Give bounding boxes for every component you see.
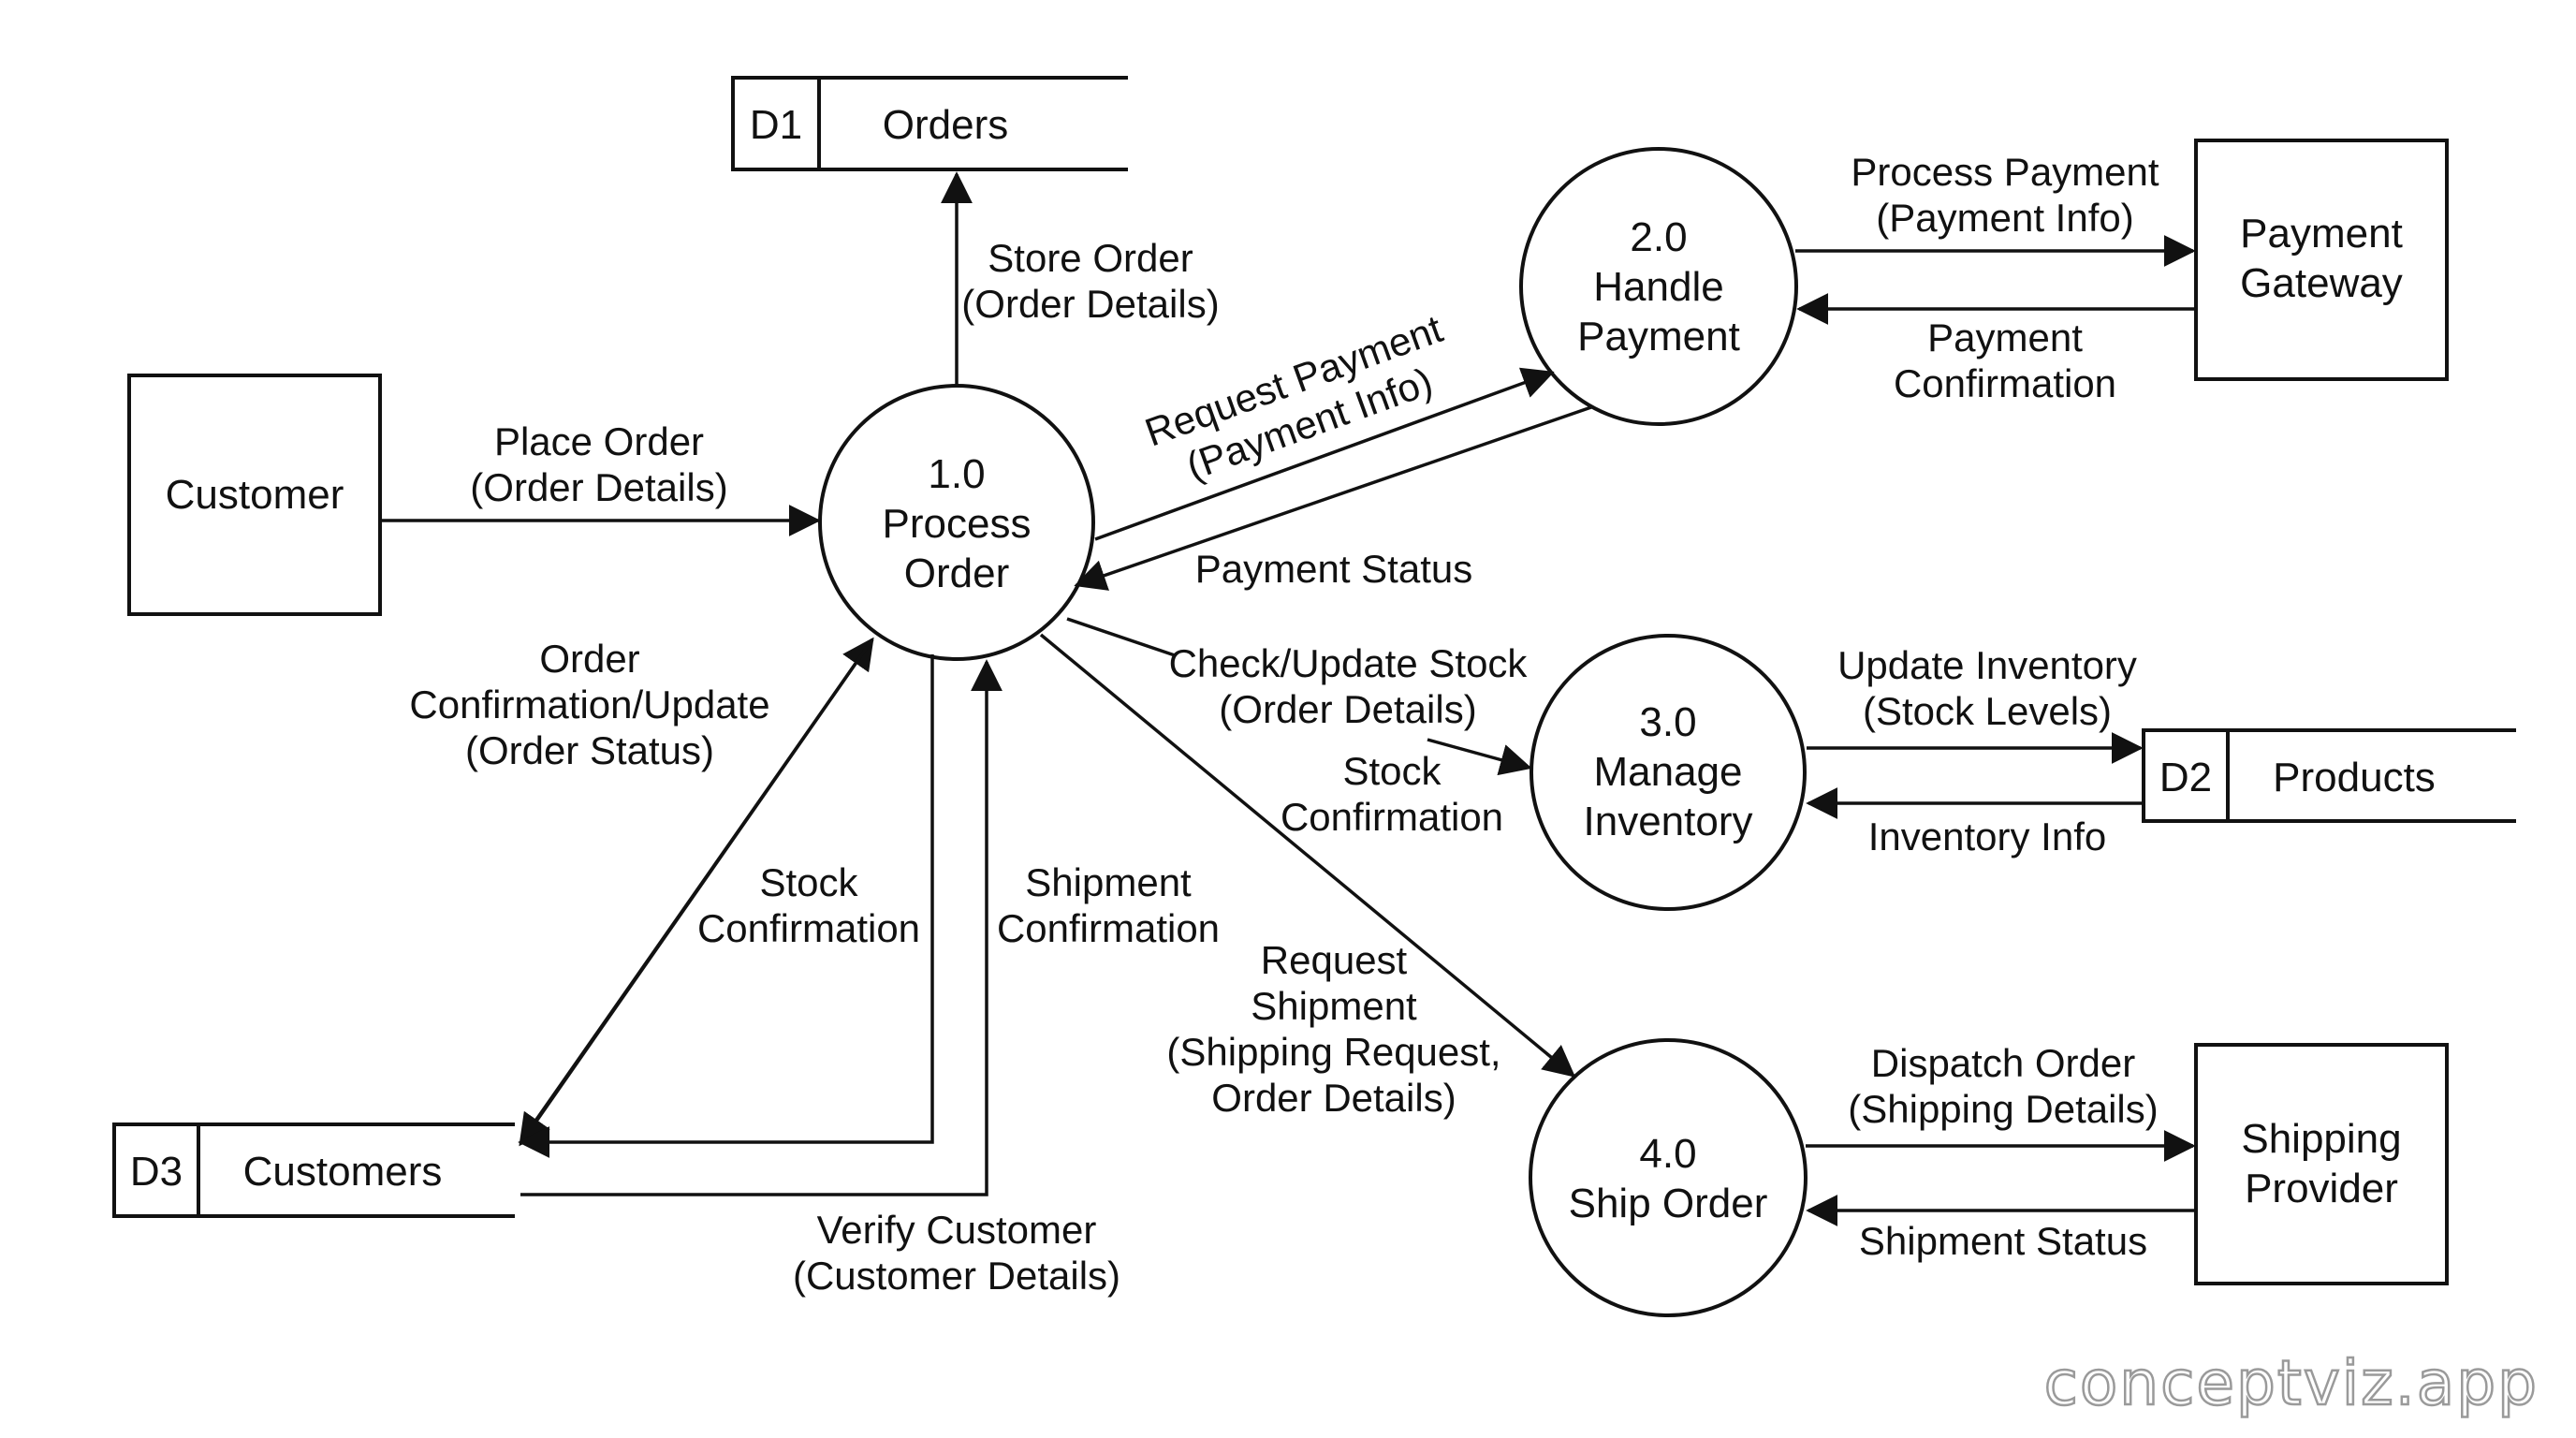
label-verify-customer-line-2: (Customer Details) [793,1254,1120,1298]
label-stock-confirmation-p3-line-2: Confirmation [1281,795,1503,839]
flow-verify-customer-arrow [520,659,1003,1196]
flow-check-update-stock-segment [1066,617,1176,657]
entity-payment-gateway-line-2: Gateway [2240,260,2403,306]
label-update-inventory-line-1: Update Inventory [1837,643,2137,687]
entity-payment-gateway: Payment Gateway [2194,139,2449,381]
store-d2-id: D2 [2159,755,2212,800]
label-order-confirmation-line-2: Confirmation/Update [409,682,769,726]
process-2-handle-payment: 2.0 Handle Payment [1519,147,1798,426]
label-dispatch-order: Dispatch Order (Shipping Details) [1848,1041,2159,1131]
label-process-payment-line-2: (Payment Info) [1876,196,2133,240]
label-update-inventory-line-2: (Stock Levels) [1863,689,2112,733]
process-1-name-line-1: Process [883,501,1032,547]
flow-customers-link-arrow [519,638,874,1147]
label-request-shipment: Request Shipment (Shipping Request, Orde… [1166,938,1500,1120]
flow-request-payment-arrow [1094,367,1555,541]
store-d1-id: D1 [750,102,802,148]
label-store-order-line-2: (Order Details) [961,282,1219,326]
label-stock-confirmation-p3: Stock Confirmation [1281,749,1503,839]
label-order-confirmation-line-1: Order [539,637,639,681]
process-2-number: 2.0 [1630,214,1687,260]
store-d1-name: Orders [883,102,1008,148]
entity-customer-label: Customer [166,472,344,518]
process-4-name: Ship Order [1569,1181,1768,1226]
process-4-number: 4.0 [1639,1131,1696,1177]
label-request-shipment-line-3: (Shipping Request, [1166,1030,1500,1074]
store-d2-products: D2 Products [2142,728,2516,823]
label-shipment-status: Shipment Status [1859,1219,2147,1263]
label-check-update-stock-line-1: Check/Update Stock [1169,641,1529,685]
label-payment-confirmation-line-1: Payment [1927,315,2083,360]
label-stock-confirmation-d3-line-2: Confirmation [697,906,920,950]
label-place-order: Place Order (Order Details) [470,419,727,509]
label-stock-confirmation-d3-line-1: Stock [759,860,858,904]
store-d3-customers: D3 Customers [112,1123,515,1218]
flow-check-update-stock-arrow [1427,738,1532,776]
label-place-order-line-2: (Order Details) [470,465,727,509]
flow-payment-status-arrow [1074,405,1592,591]
flow-request-shipment-arrow [1039,633,1576,1078]
entity-shipping-provider-line-2: Provider [2245,1166,2398,1211]
label-shipment-confirmation-line-1: Shipment [1025,860,1192,904]
label-inventory-info: Inventory Info [1868,814,2106,858]
label-dispatch-order-line-1: Dispatch Order [1871,1041,2135,1085]
label-store-order-line-1: Store Order [988,236,1193,280]
label-shipment-confirmation-line-2: Confirmation [997,906,1220,950]
process-2-name-line-2: Payment [1577,314,1740,360]
label-request-shipment-line-1: Request [1261,938,1408,982]
label-shipment-status-line-1: Shipment Status [1859,1219,2147,1263]
label-check-update-stock-line-2: (Order Details) [1219,687,1476,731]
store-d1-orders: D1 Orders [731,76,1128,171]
store-d3-name: Customers [243,1149,443,1195]
process-4-ship-order: 4.0 Ship Order [1529,1038,1808,1317]
flow-stock-confirmation-d3-arrow [518,654,934,1158]
label-stock-confirmation-p3-line-1: Stock [1342,749,1442,793]
label-check-update-stock: Check/Update Stock (Order Details) [1169,641,1529,731]
label-order-confirmation: Order Confirmation/Update (Order Status) [409,637,769,772]
label-shipment-confirmation: Shipment Confirmation [997,860,1220,950]
label-request-shipment-line-2: Shipment [1251,984,1417,1028]
label-store-order: Store Order (Order Details) [961,236,1219,326]
process-1-name-line-2: Order [904,550,1009,596]
label-verify-customer: Verify Customer (Customer Details) [793,1208,1120,1298]
label-process-payment-line-1: Process Payment [1851,150,2159,194]
store-d3-id: D3 [130,1149,183,1195]
label-stock-confirmation-d3: Stock Confirmation [697,860,920,950]
label-inventory-info-line-1: Inventory Info [1868,814,2106,858]
label-dispatch-order-line-2: (Shipping Details) [1848,1087,2159,1131]
store-d2-name: Products [2273,755,2436,800]
process-1-number: 1.0 [928,451,985,497]
process-3-manage-inventory: 3.0 Manage Inventory [1530,634,1807,911]
watermark: conceptviz.app [2044,1347,2539,1419]
entity-payment-gateway-line-1: Payment [2240,211,2403,257]
label-payment-status: Payment Status [1195,547,1472,591]
process-1-process-order: 1.0 Process Order [818,384,1095,661]
entity-shipping-provider: Shipping Provider [2194,1043,2449,1285]
process-2-name-line-1: Handle [1593,264,1723,310]
process-3-number: 3.0 [1639,699,1696,745]
label-verify-customer-line-1: Verify Customer [817,1208,1097,1252]
label-payment-confirmation: Payment Confirmation [1894,315,2116,405]
label-process-payment: Process Payment (Payment Info) [1851,150,2159,240]
process-3-name-line-1: Manage [1593,749,1742,795]
label-payment-confirmation-line-2: Confirmation [1894,361,2116,405]
label-order-confirmation-line-3: (Order Status) [465,728,714,772]
label-payment-status-line-1: Payment Status [1195,547,1472,591]
label-request-shipment-line-4: Order Details) [1211,1076,1456,1120]
entity-customer: Customer [127,374,382,616]
label-update-inventory: Update Inventory (Stock Levels) [1837,643,2137,733]
process-3-name-line-2: Inventory [1584,799,1753,844]
entity-shipping-provider-line-1: Shipping [2241,1116,2401,1162]
label-place-order-line-1: Place Order [494,419,704,463]
